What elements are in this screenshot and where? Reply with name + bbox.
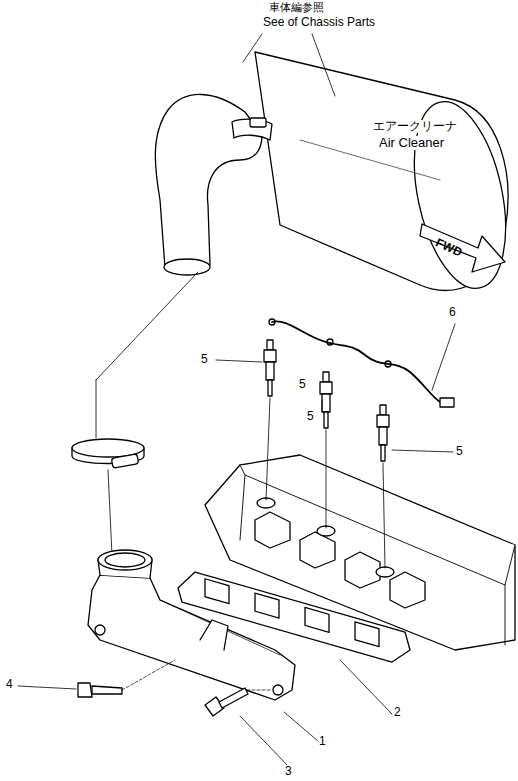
leader-lines [18, 324, 455, 766]
fwd-arrow [420, 224, 505, 272]
callout-number: 5 [455, 445, 464, 458]
callout-number: 5 [200, 353, 209, 366]
callout-number: 1 [318, 735, 327, 748]
part-name: Air Cleaner [378, 136, 445, 150]
callout-number: 2 [393, 706, 402, 719]
callout-number: 5 [298, 378, 307, 391]
bolt-3 [205, 688, 248, 716]
part-name: エアークリーナ [372, 120, 458, 133]
callout-number: 5 [306, 410, 315, 423]
callout-number: 4 [5, 678, 14, 691]
callout-number: 6 [448, 306, 457, 319]
elbow-hose [155, 94, 272, 275]
air-cleaner [255, 52, 518, 297]
glow-plug-wire [272, 321, 440, 402]
bolt-4 [78, 683, 122, 697]
part-name: See of Chassis Parts [262, 16, 376, 29]
intake-manifold [88, 550, 295, 700]
callout-number: 3 [284, 765, 293, 778]
part-name: 車体編参照 [268, 1, 325, 13]
hose-clamp [72, 439, 144, 468]
